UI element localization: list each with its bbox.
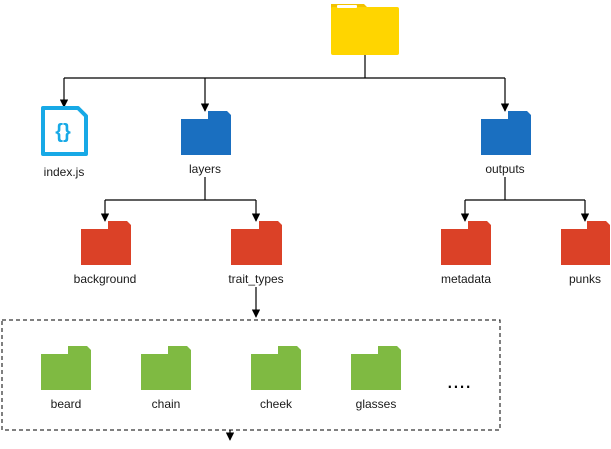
index-js-file-icon[interactable]: {}	[41, 106, 88, 156]
chain-label: chain	[152, 397, 181, 411]
more-items-ellipsis: ....	[447, 368, 471, 393]
cheek-label: cheek	[260, 397, 293, 411]
trait-types-group-box	[1, 319, 501, 431]
trait-types-folder-icon[interactable]	[231, 221, 282, 265]
outputs-label: outputs	[485, 162, 524, 176]
glasses-folder-icon[interactable]	[351, 346, 401, 390]
cheek-folder-icon[interactable]	[251, 346, 301, 390]
layers-label: layers	[189, 162, 221, 176]
glasses-label: glasses	[356, 397, 397, 411]
index-js-label: index.js	[44, 165, 85, 179]
layers-folder-icon[interactable]	[181, 111, 231, 155]
metadata-label: metadata	[441, 272, 491, 286]
outputs-folder-icon[interactable]	[481, 111, 531, 155]
background-folder-icon[interactable]	[81, 221, 131, 265]
metadata-folder-icon[interactable]	[441, 221, 491, 265]
chain-folder-icon[interactable]	[141, 346, 191, 390]
beard-folder-icon[interactable]	[41, 346, 91, 390]
root-folder-icon[interactable]	[331, 4, 399, 55]
punks-label: punks	[569, 272, 601, 286]
beard-label: beard	[51, 397, 82, 411]
connectors	[59, 55, 590, 441]
file-glyph: {}	[55, 121, 71, 143]
background-label: background	[74, 272, 137, 286]
trait-types-label: trait_types	[228, 272, 283, 286]
punks-folder-icon[interactable]	[561, 221, 610, 265]
